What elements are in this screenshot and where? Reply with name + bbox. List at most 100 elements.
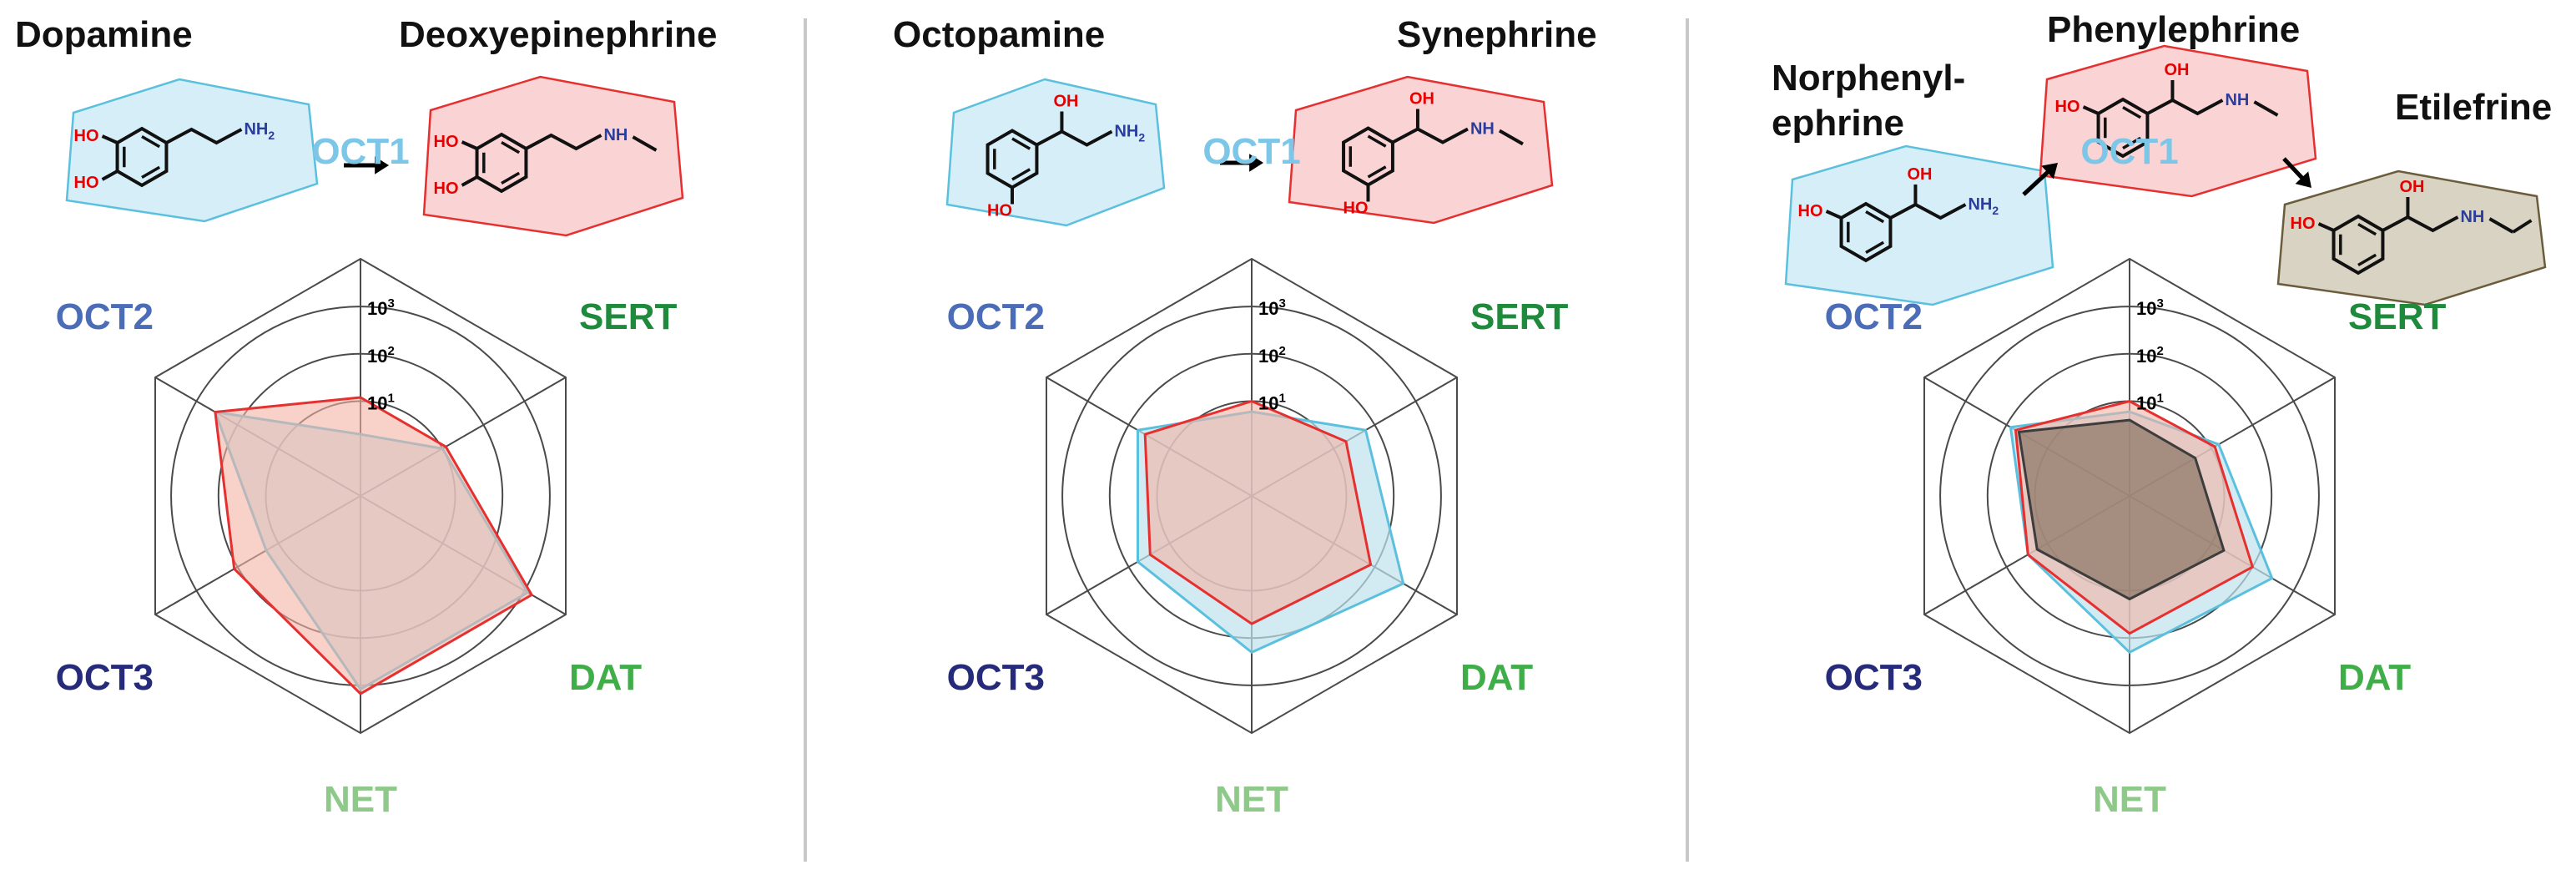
hydroxyl-label: HO bbox=[987, 202, 1012, 220]
ring-double-bond bbox=[1367, 165, 1387, 179]
amine-label: NH bbox=[603, 126, 628, 144]
axis-label-dat: DAT bbox=[569, 657, 642, 698]
ring-double-bond bbox=[2122, 136, 2142, 149]
molecule-name: Norphenyl- bbox=[1772, 58, 1965, 99]
axis-label-oct3: OCT3 bbox=[947, 657, 1045, 698]
methyl-bond bbox=[1498, 129, 1524, 146]
hydroxyl-label: HO bbox=[2055, 98, 2080, 116]
bond bbox=[101, 134, 118, 144]
oh-label: OH bbox=[2399, 178, 2424, 196]
molecule-etilefrine: HO OH NH bbox=[2276, 169, 2547, 306]
molecule-name: Octopamine bbox=[893, 14, 1105, 55]
ring-double-bond bbox=[501, 171, 521, 185]
arrow-dopamine-to-deoxyepinephrine bbox=[344, 156, 389, 174]
ethyl-bond bbox=[2512, 219, 2533, 234]
side-chain bbox=[2146, 98, 2224, 116]
ring-double-bond bbox=[1011, 168, 1031, 181]
hydroxyl-label: HO bbox=[2291, 215, 2316, 233]
axis-label-oct3: OCT3 bbox=[56, 657, 154, 698]
oh-label: OH bbox=[1907, 165, 1932, 184]
ring-double-bond bbox=[1011, 137, 1031, 150]
oh-label: OH bbox=[1053, 93, 1078, 111]
bond bbox=[101, 169, 118, 181]
hydroxyl-label: HO bbox=[434, 133, 459, 151]
arrow-head bbox=[2295, 171, 2311, 188]
axis-label-oct1: OCT1 bbox=[311, 131, 409, 172]
radar-tick-label: 103 bbox=[367, 296, 395, 319]
axis-label-oct3: OCT3 bbox=[1825, 657, 1923, 698]
radar-tick-label: 101 bbox=[367, 392, 395, 414]
side-chain bbox=[1036, 129, 1113, 147]
radar-tick-label: 102 bbox=[2136, 344, 2164, 367]
molecule-name: Etilefrine bbox=[2395, 87, 2552, 128]
molecule-name: Dopamine bbox=[15, 14, 193, 55]
ring-double-bond bbox=[1865, 210, 1885, 224]
arrow-shaft bbox=[2282, 157, 2304, 180]
molecule-name: Phenylephrine bbox=[2047, 9, 2300, 50]
molecule-outline bbox=[945, 78, 1166, 227]
molecule-outline bbox=[2039, 44, 2317, 198]
molecule-name: ephrine bbox=[1772, 103, 1904, 144]
radar-series-2 bbox=[1143, 400, 1373, 625]
amine-label: NH2 bbox=[1968, 195, 1999, 217]
methyl-bond bbox=[632, 135, 658, 152]
molecule-outline bbox=[2276, 169, 2547, 306]
hydroxyl-label: HO bbox=[1798, 202, 1823, 220]
axis-label-oct2: OCT2 bbox=[1825, 296, 1923, 337]
bond bbox=[1825, 210, 1843, 220]
molecule-outline bbox=[422, 75, 684, 237]
arrow-head bbox=[375, 156, 389, 174]
bond bbox=[461, 175, 478, 187]
bond bbox=[2082, 105, 2100, 115]
radar-tick-label: 101 bbox=[1258, 392, 1286, 414]
bond bbox=[461, 140, 478, 150]
ring-double-bond bbox=[2357, 253, 2377, 266]
side-chain bbox=[1889, 202, 1967, 220]
axis-label-oct2: OCT2 bbox=[56, 296, 154, 337]
axis-label-dat: DAT bbox=[2338, 657, 2411, 698]
radar-gridline bbox=[1939, 306, 2320, 686]
ring-double-bond bbox=[2357, 223, 2377, 236]
molecule-name: Deoxyepinephrine bbox=[399, 14, 717, 55]
ring-double-bond bbox=[1367, 134, 1387, 148]
hydroxyl-label: HO bbox=[74, 127, 99, 145]
arrow-octopamine-to-synephrine bbox=[1220, 154, 1263, 172]
side-chain bbox=[525, 133, 602, 151]
molecule-deoxyepinephrine: HO HO NH bbox=[422, 75, 684, 237]
axis-label-net: NET bbox=[2093, 779, 2166, 820]
arrow-phenylephrine-to-etilefrine bbox=[2282, 157, 2311, 188]
arrow-shaft bbox=[2022, 170, 2049, 196]
side-chain bbox=[165, 127, 243, 145]
axis-label-oct1: OCT1 bbox=[1202, 131, 1300, 172]
hydroxyl-label: HO bbox=[74, 174, 99, 192]
axis-label-net: NET bbox=[324, 779, 397, 820]
axis-label-dat: DAT bbox=[1460, 657, 1533, 698]
amine-label: NH2 bbox=[1114, 123, 1145, 144]
arrow-head bbox=[1249, 154, 1263, 172]
hydroxyl-label: HO bbox=[434, 180, 459, 198]
molecule-outline bbox=[65, 78, 319, 223]
molecule-outline bbox=[1288, 75, 1554, 225]
ring-double-bond bbox=[2122, 106, 2142, 119]
radar-tick-label: 101 bbox=[2136, 392, 2164, 414]
hydroxyl-label: HO bbox=[1343, 200, 1369, 218]
axis-label-sert: SERT bbox=[1470, 296, 1568, 337]
radar-tick-label: 102 bbox=[1258, 344, 1286, 367]
ring-double-bond bbox=[141, 135, 161, 149]
radar-tick-label: 102 bbox=[367, 344, 395, 367]
axis-label-oct1: OCT1 bbox=[2080, 131, 2178, 172]
arrow-norphenylephrine-to-phenylephrine bbox=[2022, 163, 2058, 196]
molecule-name: Synephrine bbox=[1397, 14, 1597, 55]
oh-label: OH bbox=[2164, 61, 2189, 79]
oh-label: OH bbox=[1409, 90, 1434, 109]
bond bbox=[2317, 222, 2335, 232]
axis-label-sert: SERT bbox=[2348, 296, 2446, 337]
amine-label: NH bbox=[2460, 208, 2484, 226]
axis-label-oct2: OCT2 bbox=[947, 296, 1045, 337]
